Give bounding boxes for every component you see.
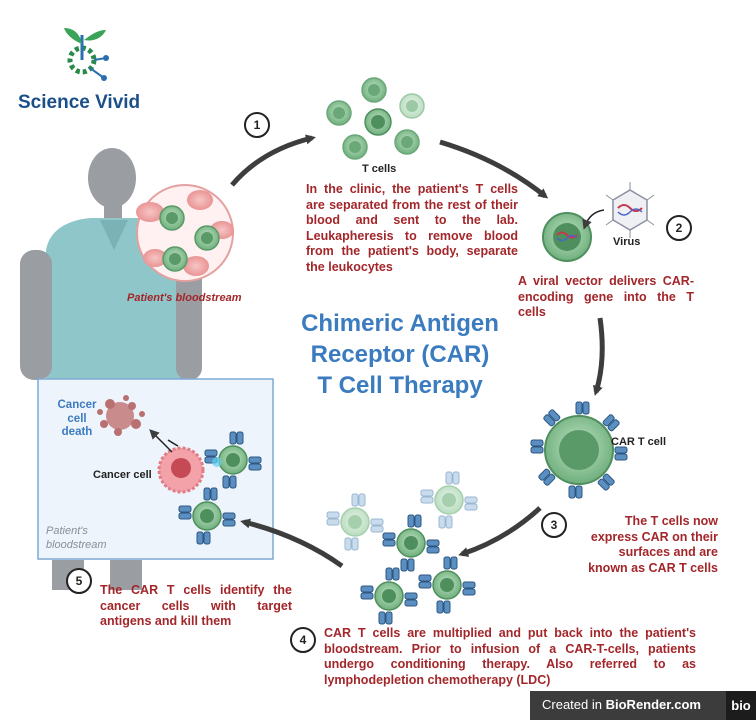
step-1-text: In the clinic, the patient's T cells are… <box>306 182 518 274</box>
bloodstream-box <box>37 378 274 560</box>
expanded-car-t-cells <box>326 471 478 625</box>
patients-bloodstream-circle <box>136 184 234 282</box>
car-t-cell-label: CAR T cell <box>611 436 667 448</box>
step-3-text: The T cells now express CAR on their sur… <box>588 514 718 575</box>
footer-credit: Created in BioRender.com <box>542 697 701 712</box>
biorender-footer[interactable]: Created in BioRender.com bio <box>530 691 756 720</box>
cancer-cell-death-label: Cancer cell death <box>52 399 102 440</box>
page-title: Chimeric Antigen Receptor (CAR) T Cell T… <box>270 308 530 401</box>
step-4-text: CAR T cells are multiplied and put back … <box>324 626 696 687</box>
science-vivid-logo <box>64 28 109 81</box>
cancer-cell-death-line-1: Cancer <box>57 399 97 411</box>
brand-name: Science Vivid <box>18 92 141 113</box>
box-bloodstream-label: Patient's bloodstream <box>46 524 107 552</box>
box-bloodstream-line-1: Patient's <box>46 525 88 537</box>
footer-prefix: Created in <box>542 697 602 712</box>
dead-cancer-cell <box>97 395 145 436</box>
step-2-text: A viral vector delivers CAR-encoding gen… <box>518 274 694 319</box>
step-5-text: The CAR T cells identify the cancer cell… <box>100 583 292 628</box>
box-car-t-cell-2 <box>178 487 236 545</box>
biorender-logo: bio <box>726 691 756 720</box>
step-1-badge: 1 <box>244 112 270 138</box>
title-line-3: T Cell Therapy <box>317 372 483 399</box>
virus-icon <box>605 182 655 238</box>
step-2-badge: 2 <box>666 215 692 241</box>
cancer-cell-label: Cancer cell <box>93 469 152 481</box>
t-cells-cluster <box>326 77 425 160</box>
box-bloodstream-line-2: bloodstream <box>46 539 107 551</box>
footer-brand: BioRender.com <box>605 697 701 712</box>
step-3-badge: 3 <box>541 512 567 538</box>
cycle-arrows <box>230 134 605 569</box>
transduced-t-cell <box>542 209 605 262</box>
cancer-cell-death-line-2: cell <box>67 412 87 425</box>
patients-bloodstream-label: Patient's bloodstream <box>127 292 242 304</box>
virus-label: Virus <box>613 236 641 248</box>
box-car-t-cell-1 <box>204 431 262 489</box>
cancer-cell-icon <box>149 429 205 494</box>
t-cells-label: T cells <box>362 163 397 175</box>
title-line-1: Chimeric Antigen <box>301 310 499 337</box>
cancer-cell-death-line-3: death <box>61 426 93 438</box>
step-4-badge: 4 <box>290 627 316 653</box>
step-5-badge: 5 <box>66 568 92 594</box>
car-t-cell-large <box>530 401 628 499</box>
title-line-2: Receptor (CAR) <box>310 341 490 368</box>
